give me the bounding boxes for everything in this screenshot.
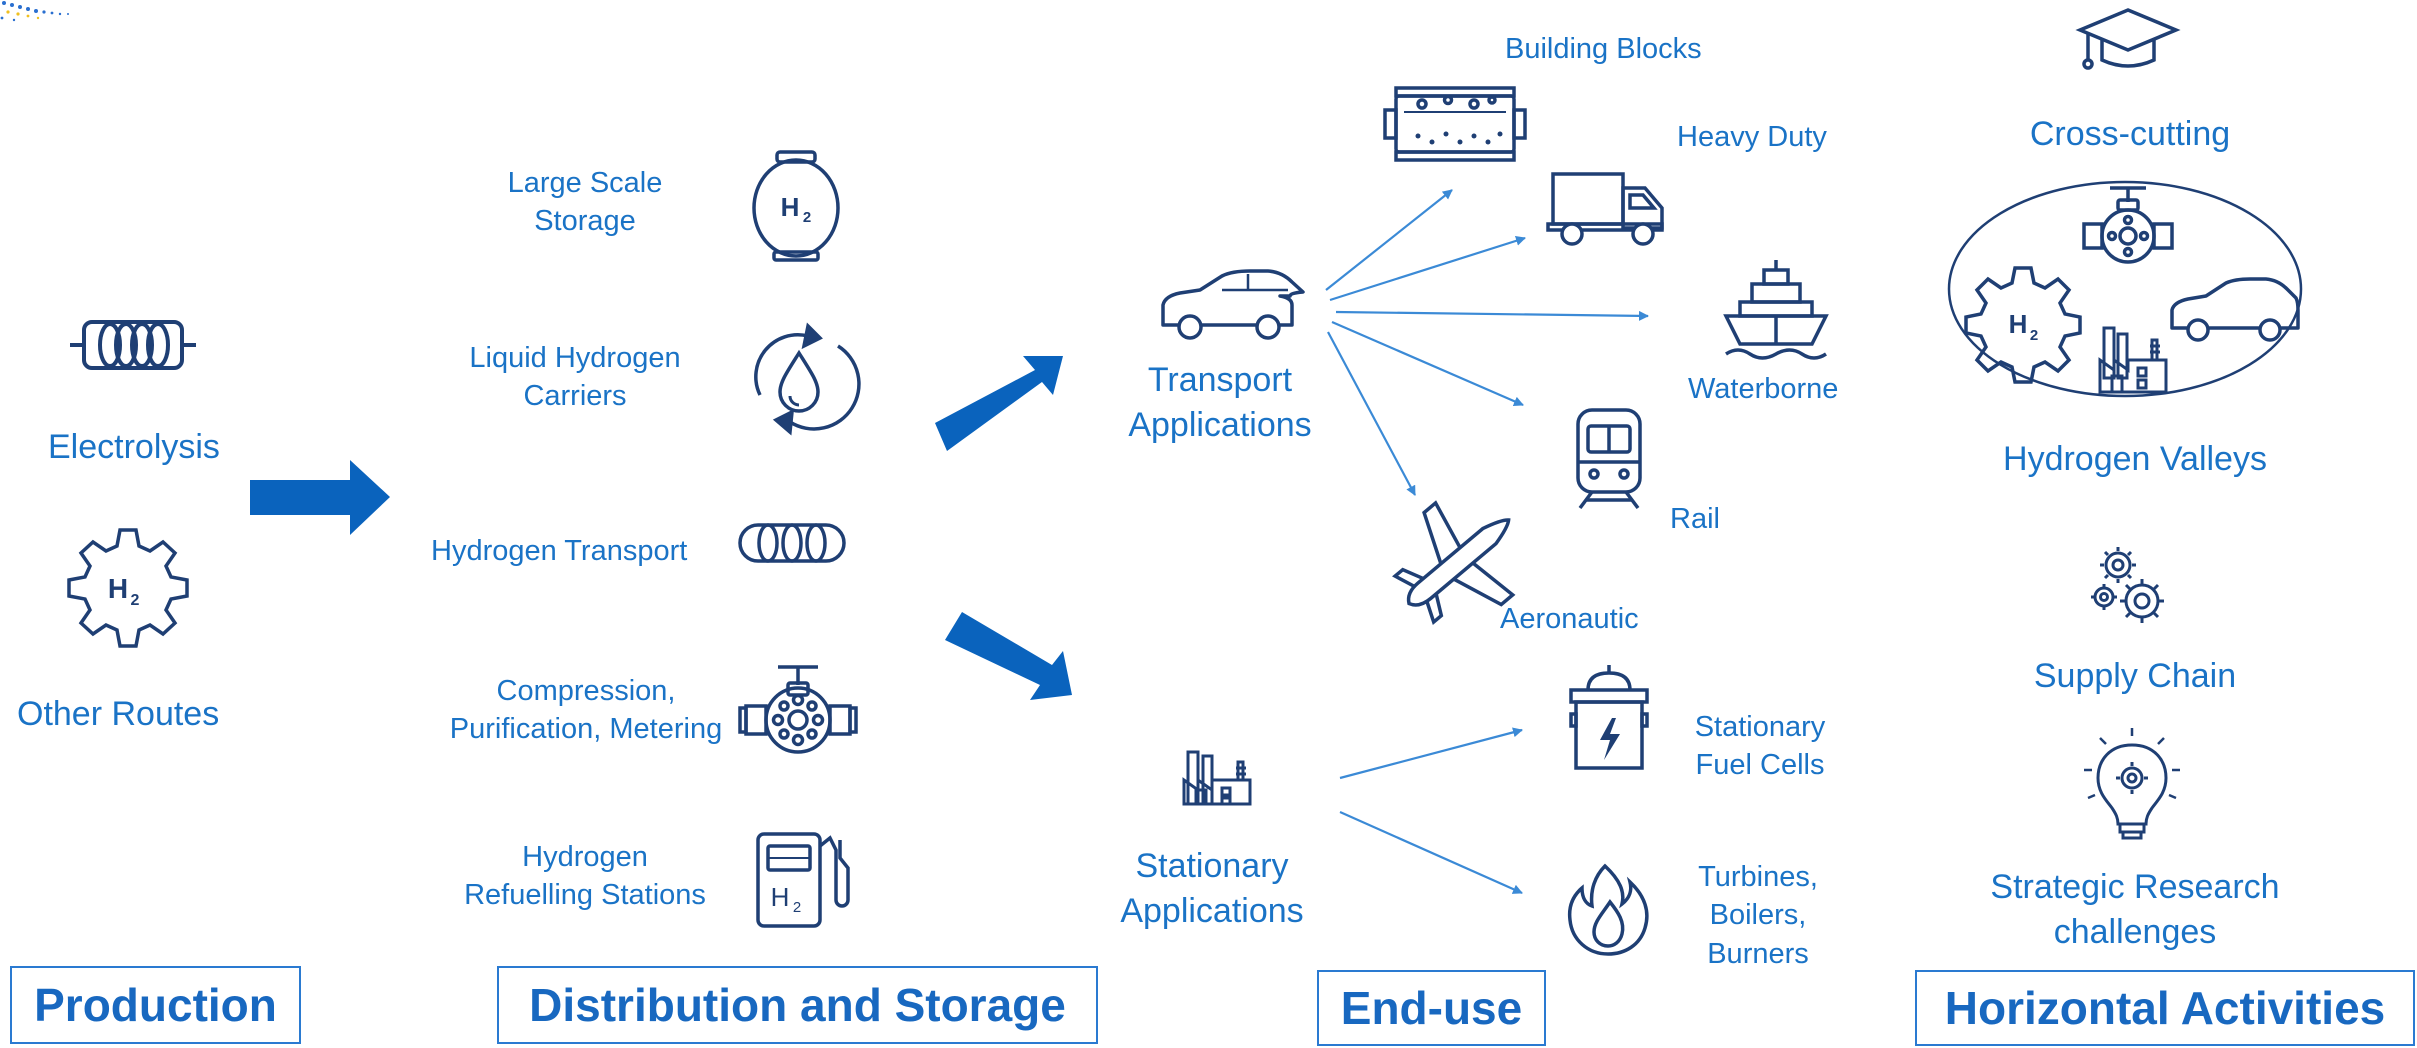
hydrogen-refuelling-stations-label: Hydrogen Refuelling Stations [464, 841, 706, 912]
stationary-fuel-cells-label: Stationary Fuel Cells [1694, 711, 1826, 782]
valley-h2-symbol: H [2009, 309, 2028, 339]
arrow-to-aeronautic [1327, 331, 1416, 496]
other-routes-label: Other Routes [17, 695, 220, 733]
h2-tank-icon: H 2 [752, 150, 840, 262]
valley-factory-icon [2098, 326, 2168, 394]
end-use-section-label: End-use [1317, 970, 1546, 1046]
heavy-duty-label: Heavy Duty [1677, 121, 1827, 153]
lightbulb-icon [2084, 728, 2180, 840]
ship-icon [1723, 260, 1829, 360]
electrolysis-label: Electrolysis [48, 428, 220, 466]
arrow-to-fuel-cells [1339, 727, 1523, 780]
supply-chain-gears-icon [2091, 547, 2164, 623]
turbines-boilers-burners-label: Turbines, Boilers, Burners [1698, 861, 1818, 970]
transport-applications-label: Transport Applications [1128, 361, 1312, 444]
valve-icon [738, 665, 858, 754]
liquid-hydrogen-carriers-label: Liquid Hydrogen Carriers [469, 342, 681, 413]
arrow-to-turbines [1339, 810, 1523, 895]
hydrogen-valleys-label: Hydrogen Valleys [2003, 440, 2267, 478]
distribution-storage-section-label: Distribution and Storage [497, 966, 1098, 1044]
h2-symbol: H [108, 573, 128, 604]
strategic-research-label: Strategic Research challenges [1990, 868, 2280, 951]
car-icon [1161, 269, 1305, 340]
pipeline-icon [738, 523, 846, 563]
train-icon [1576, 408, 1642, 510]
stationary-branch-arrows [1339, 727, 1523, 895]
h2-subscript: 2 [131, 592, 140, 609]
to-transport-arrow [935, 356, 1063, 451]
arrow-to-building-blocks [1325, 189, 1453, 291]
building-blocks-icon [1383, 86, 1527, 162]
factory-icon [1182, 750, 1252, 806]
horizontal-activities-section-label: Horizontal Activities [1915, 970, 2415, 1046]
transport-branch-arrows [1325, 189, 1649, 496]
supply-chain-label: Supply Chain [2033, 657, 2237, 695]
building-blocks-label: Building Blocks [1505, 33, 1702, 65]
to-stationary-arrow [945, 612, 1072, 700]
large-scale-storage-label: Large Scale Storage [507, 167, 663, 238]
aeronautic-label: Aeronautic [1500, 603, 1639, 635]
graduation-cap-icon [2075, 8, 2181, 70]
valley-valve-icon [2082, 186, 2174, 264]
waterborne-label: Waterborne [1688, 373, 1839, 405]
stationary-applications-label: Stationary Applications [1120, 847, 1304, 930]
production-section-label: Production [10, 966, 301, 1044]
pump-h2-symbol: H [771, 882, 790, 912]
pump-h2-subscript: 2 [793, 899, 801, 916]
valley-gear-h2-icon: H 2 [1964, 266, 2082, 384]
airplane-icon [1392, 500, 1516, 626]
tank-h2-subscript: 2 [803, 209, 811, 226]
tank-h2-symbol: H [781, 192, 800, 222]
cross-cutting-label: Cross-cutting [2029, 115, 2231, 153]
truck-icon [1546, 172, 1664, 246]
hydrogen-valley-ellipse [1947, 180, 2303, 398]
other-routes-gear-icon: H 2 [67, 528, 189, 648]
liquid-cycle-icon [754, 322, 861, 436]
logo-dots [0, 1, 69, 22]
fuel-pump-icon: H 2 [756, 832, 850, 928]
arrow-to-waterborne [1335, 310, 1649, 321]
electrolysis-icon [70, 320, 196, 370]
arrow-to-heavy-duty [1329, 235, 1526, 302]
rail-label: Rail [1670, 503, 1720, 535]
valley-h2-subscript: 2 [2030, 327, 2038, 344]
hydrogen-transport-label: Hydrogen Transport [431, 535, 688, 567]
fuel-cell-icon [1569, 665, 1649, 770]
compression-purification-metering-label: Compression, Purification, Metering [449, 675, 723, 746]
flame-icon [1567, 863, 1649, 956]
arrow-to-rail [1331, 320, 1524, 407]
valley-car-icon [2170, 277, 2300, 342]
production-to-distribution-arrow [250, 460, 390, 535]
